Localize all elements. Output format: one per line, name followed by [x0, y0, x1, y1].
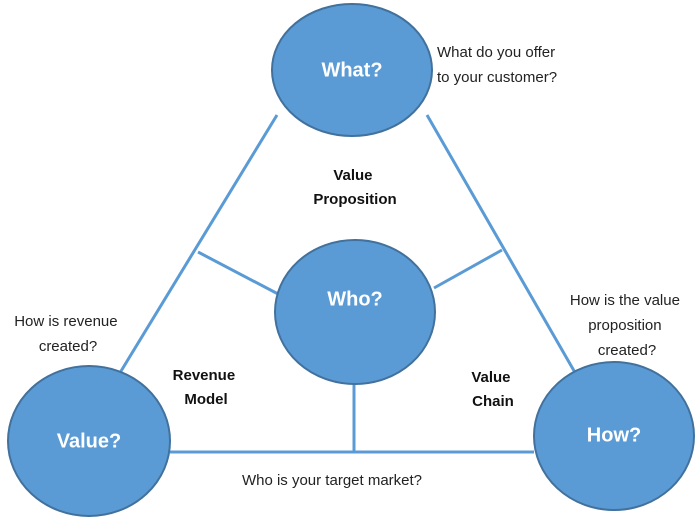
- region-revenue-model: Revenue Model: [173, 367, 240, 408]
- node-value: Value?: [7, 365, 171, 517]
- node-what-circle: [271, 3, 433, 137]
- question-what: What do you offer to your customer?: [437, 44, 559, 86]
- question-how: How is the value proposition created?: [570, 292, 684, 359]
- node-value-label: Value?: [57, 430, 121, 452]
- node-value-circle: [7, 365, 171, 517]
- question-value: How is revenue created?: [14, 313, 122, 355]
- node-who: Who?: [274, 239, 436, 385]
- node-what: What?: [271, 3, 433, 137]
- node-what-label: What?: [321, 59, 382, 81]
- node-how-circle: [533, 361, 695, 511]
- node-how: How?: [533, 361, 695, 511]
- edge-what-how: [425, 114, 579, 377]
- region-value-proposition: Value Proposition: [313, 167, 396, 208]
- region-value-chain: Value Chain: [471, 369, 514, 410]
- connector-lines: [113, 114, 579, 454]
- question-who: Who is your target market?: [242, 472, 422, 489]
- node-who-label: Who?: [327, 288, 383, 310]
- spoke-left: [197, 250, 281, 297]
- spoke-right: [433, 248, 503, 290]
- node-how-label: How?: [587, 424, 641, 446]
- edge-what-value: [113, 114, 279, 382]
- node-who-circle: [274, 239, 436, 385]
